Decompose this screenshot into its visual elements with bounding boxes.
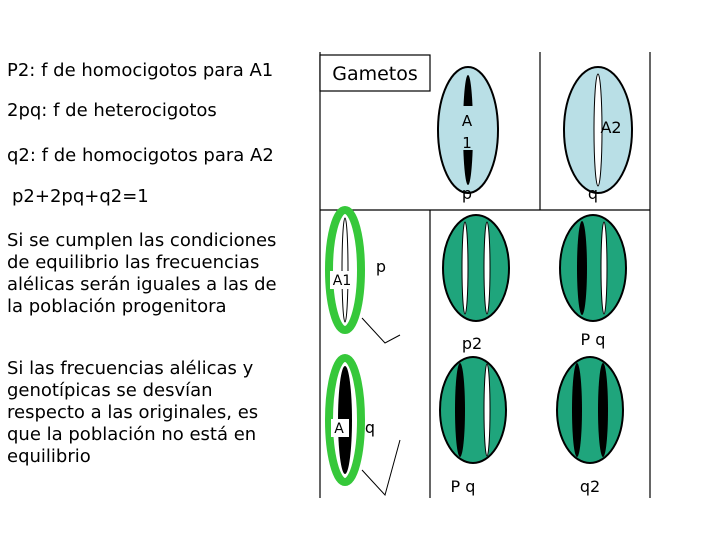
green-cell	[442, 214, 510, 322]
chromosome-dark-icon	[577, 221, 587, 315]
label-mask	[331, 419, 349, 437]
hardy-weinberg-equation: p2+2pq+q2=1	[12, 186, 149, 207]
left-a2-freq: q	[365, 418, 375, 437]
top-gamete-a1: A 1	[437, 66, 499, 194]
offspring-cell-a1a2-bottom	[439, 356, 507, 464]
left-gamete-a1: A1 p	[325, 206, 401, 344]
top-a1-label-line1: A	[462, 112, 473, 130]
homozygous-a1-definition: P2: f de homocigotos para A1	[7, 60, 274, 81]
cell-pq-top-label: P q	[581, 330, 606, 349]
green-cell	[556, 356, 624, 464]
top-a2-label: A2	[600, 118, 621, 137]
top-a1-label-line2: 1	[462, 134, 472, 152]
left-a1-label: A1	[333, 273, 351, 289]
left-a2-label: A	[334, 421, 344, 437]
pointer-line	[361, 317, 401, 344]
green-cell	[439, 356, 507, 464]
cell-q2-label: q2	[580, 477, 600, 496]
chromosome-dark-icon	[572, 363, 582, 457]
chromosome-light-icon	[341, 217, 349, 323]
chromosome-light-icon	[483, 221, 491, 315]
top-freq-q: q	[588, 184, 598, 203]
chromosome-dark-icon	[598, 363, 608, 457]
equilibrium-paragraph: Si se cumplen las condiciones de equilib…	[7, 230, 277, 317]
label-mask	[330, 271, 356, 289]
chromosome-light-icon	[600, 221, 608, 315]
chromosome-light-icon	[483, 363, 491, 457]
chromosome-dark-icon	[455, 363, 465, 457]
homozygous-a2-definition: q2: f de homocigotos para A2	[7, 145, 274, 166]
top-freq-p: p	[462, 184, 472, 203]
gametes-label: Gametos	[332, 63, 418, 85]
gametes-label-box	[319, 54, 431, 92]
offspring-cell-a2a2	[556, 356, 624, 464]
label-mask	[459, 106, 477, 150]
offspring-cell-a1a1	[442, 214, 510, 322]
cell-pq-bottom-label: P q	[451, 477, 476, 496]
grid-lines	[319, 52, 651, 498]
cell-p2-label: p2	[462, 334, 482, 353]
green-cell	[559, 214, 627, 322]
chromosome-light-icon	[593, 73, 603, 187]
offspring-cell-a1a2-top	[559, 214, 627, 322]
left-a1-freq: p	[376, 257, 386, 276]
chromosome-light-icon	[461, 221, 469, 315]
left-gamete-a2: A q	[325, 354, 401, 497]
heterozygous-definition: 2pq: f de heterocigotos	[7, 100, 217, 121]
pointer-line	[361, 439, 401, 497]
top-gamete-a2: A2	[563, 66, 633, 194]
non-equilibrium-paragraph: Si las frecuencias alélicas y genotípica…	[7, 358, 259, 467]
